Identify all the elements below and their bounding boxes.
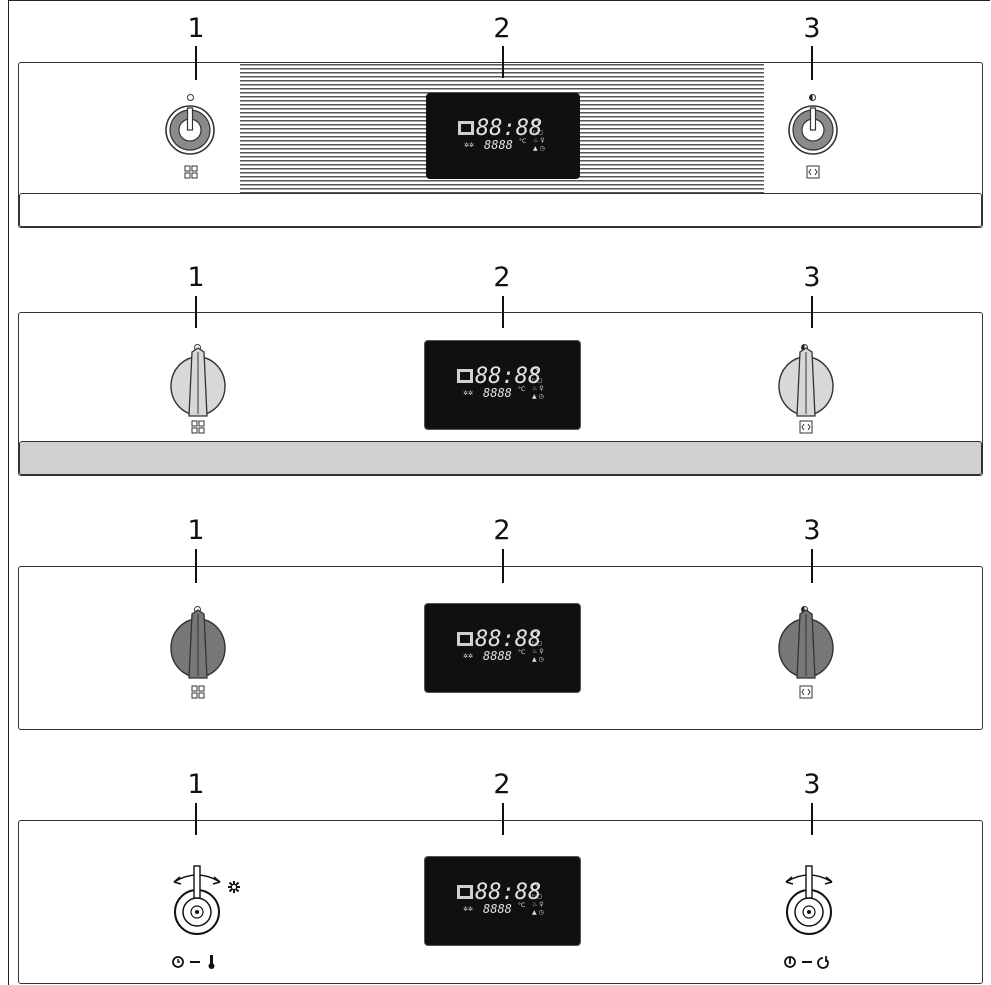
leader-line-2	[502, 803, 504, 835]
svg-text:▷▢: ▷▢	[533, 129, 543, 136]
leader-line-3	[811, 46, 813, 80]
temperature-selector-knob[interactable]	[770, 856, 850, 956]
display-digits-temp: 8888	[483, 386, 512, 400]
svg-text:▷▢: ▷▢	[532, 893, 542, 900]
callout-3: 3	[803, 769, 821, 800]
display-fan-icon: ✲✲	[464, 142, 474, 149]
leader-line-3	[811, 803, 813, 835]
callout-1: 1	[187, 515, 205, 546]
function-selector-knob[interactable]	[170, 347, 230, 420]
callout-3: 3	[803, 262, 821, 293]
svg-text:▲ ◷: ▲ ◷	[533, 145, 545, 152]
display-fan-icon: ✲✲	[463, 653, 473, 660]
temperature-selector-knob[interactable]	[778, 347, 838, 420]
display-digits-temp: 8888	[483, 649, 512, 663]
callout-2: 2	[493, 769, 511, 800]
function-grid-icon	[191, 419, 205, 438]
display-digits-main: 88:88	[475, 880, 541, 905]
callout-3: 3	[803, 13, 821, 44]
display-digits-temp: 8888	[484, 138, 513, 152]
svg-text:♨ ♀: ♨ ♀	[533, 137, 545, 144]
callout-2: 2	[493, 515, 511, 546]
leader-line-2	[502, 549, 504, 583]
display-digits-main: 88:88	[475, 364, 541, 389]
svg-text:▷▢: ▷▢	[532, 377, 542, 384]
leader-line-1	[195, 296, 197, 328]
display-fan-icon: ✲✲	[463, 906, 473, 913]
callout-1: 1	[187, 262, 205, 293]
callout-3: 3	[803, 515, 821, 546]
display-screen: 88:88 8888 °C ✲✲ ▷▢ ♨ ♀ ▲ ◷	[424, 856, 581, 946]
function-selector-knob[interactable]	[160, 100, 230, 170]
display-screen: 88:88 8888 °C ✲✲ ▷▢ ♨ ♀ ▲ ◷	[424, 340, 581, 430]
temperature-selector-knob[interactable]	[778, 609, 838, 682]
svg-text:♨ ♀: ♨ ♀	[532, 648, 544, 655]
leader-line-2	[502, 296, 504, 328]
svg-text:♨ ♀: ♨ ♀	[532, 385, 544, 392]
svg-text:▷▢: ▷▢	[532, 640, 542, 647]
display-digits-main: 88:88	[476, 116, 542, 141]
selector-arrows-icon	[799, 419, 813, 438]
display-fan-icon: ✲✲	[463, 390, 473, 397]
callout-2: 2	[493, 262, 511, 293]
fan-icon	[227, 879, 241, 898]
display-screen: 88:88 8888 °C ✲✲ ▷▢ ♨ ♀ ▲ ◷	[426, 93, 580, 179]
leader-line-1	[195, 803, 197, 835]
display-unit: °C	[519, 138, 526, 145]
half-moon-icon	[808, 88, 818, 107]
temperature-selector-knob[interactable]	[784, 100, 854, 170]
selector-arrows-icon	[806, 164, 820, 183]
display-screen: 88:88 8888 °C ✲✲ ▷▢ ♨ ♀ ▲ ◷	[424, 603, 581, 693]
callout-1: 1	[187, 13, 205, 44]
off-circle-icon	[186, 88, 196, 107]
svg-text:▲ ◷: ▲ ◷	[532, 656, 544, 663]
selector-arrows-icon	[799, 684, 813, 703]
leader-line-3	[811, 549, 813, 583]
display-digits-temp: 8888	[483, 902, 512, 916]
callout-2: 2	[493, 13, 511, 44]
svg-text:♨ ♀: ♨ ♀	[532, 901, 544, 908]
leader-line-3	[811, 296, 813, 328]
display-unit: °C	[518, 902, 525, 909]
timer-thermometer-icon	[170, 954, 224, 974]
figure-frame	[8, 0, 990, 985]
on-off-icon	[782, 954, 836, 974]
function-grid-icon	[191, 684, 205, 703]
function-selector-knob[interactable]	[170, 609, 230, 682]
function-selector-knob[interactable]	[160, 856, 240, 956]
display-digits-main: 88:88	[475, 627, 541, 652]
svg-text:▲ ◷: ▲ ◷	[532, 909, 544, 916]
function-grid-icon	[184, 164, 198, 183]
display-unit: °C	[518, 386, 525, 393]
callout-1: 1	[187, 769, 205, 800]
leader-line-2	[502, 46, 504, 78]
leader-line-1	[195, 46, 197, 80]
display-unit: °C	[518, 649, 525, 656]
panel-strip	[19, 193, 982, 227]
panel-strip	[19, 441, 982, 475]
svg-text:▲ ◷: ▲ ◷	[532, 393, 544, 400]
leader-line-1	[195, 549, 197, 583]
